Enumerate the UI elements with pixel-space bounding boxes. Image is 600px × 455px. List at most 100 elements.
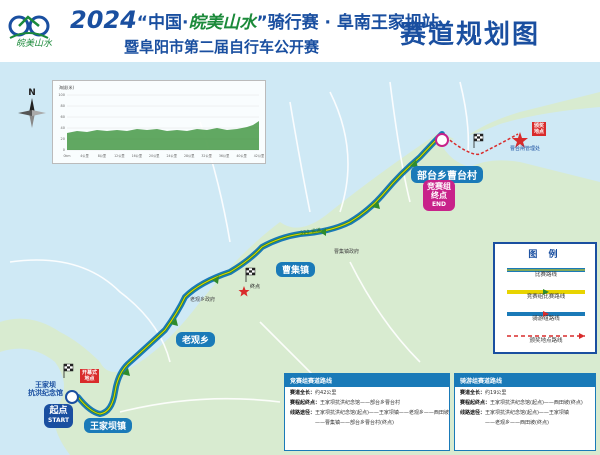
elevation-x-tick: 16公里 (132, 153, 143, 158)
ride-route-row: 线路途径：王家坝抗洪纪念馆(起点)——王家坝镇 (455, 407, 595, 417)
ride-startend-row: 赛程起终点：王家坝抗洪纪念馆(起点)——西田坡(终点) (455, 397, 595, 407)
place-caotai-village: 部台乡曹台村 (411, 166, 483, 183)
elevation-y-tick: 60 (61, 115, 65, 119)
legend-label: 骑游组路线 (532, 316, 560, 322)
place-caoji: 曹集镇 (276, 262, 316, 277)
elevation-x-tick: 24公里 (167, 153, 178, 158)
title-line-1: 2024“中国·皖美山水”骑行赛 · 阜南王家坝站 (70, 6, 439, 34)
ride-route-label: 线路途径： (460, 409, 486, 416)
elevation-x-tick: 20公里 (149, 153, 160, 158)
race-distance-value: 约42公里 (315, 389, 337, 396)
elevation-y-tick: 80 (61, 104, 65, 108)
finish-flag-icon (245, 267, 256, 282)
event-logo-icon (8, 15, 50, 39)
elevation-x-tick: 42公里 (254, 153, 265, 158)
end-marker (435, 133, 449, 147)
legend-item-ride: 骑游组路线 (503, 304, 589, 326)
legend-awards-line-icon (507, 333, 585, 339)
place-caotai-admin: 曹台闸管理处 (510, 146, 541, 152)
start-badge: 起点 START (44, 404, 74, 428)
awards-star-icon (512, 132, 528, 148)
race-info-head: 竞赛组赛道路线 (285, 374, 449, 387)
end-badge: 竞赛组 终点 END (423, 180, 455, 211)
elevation-x-ticks: 0km 4公里 8公里 12公里 16公里 20公里 24公里 28公里 32公里 36公里 40公… (64, 153, 266, 158)
elevation-x-tick: 40公里 (236, 153, 247, 158)
logo-text: 皖美山水 (16, 39, 53, 49)
page-title: 赛道规划图 (400, 20, 541, 50)
start-badge-label-1: 起点 (49, 406, 68, 416)
header: 皖美山水 2024“中国·皖美山水”骑行赛 · 阜南王家坝站 暨阜阳市第二届自行… (0, 0, 600, 62)
legend: 图 例 比赛路线 竞赛组比赛路线 骑游组路线 颁奖地点路线 (493, 242, 597, 354)
legend-item-competition: 竞赛组比赛路线 (503, 282, 589, 304)
elevation-y-tick: 100 (58, 93, 65, 97)
elevation-y-tick: 20 (61, 137, 65, 141)
ride-startend-value: 王家坝抗洪纪念馆(起点)——西田坡(终点) (490, 399, 583, 406)
river-east (440, 107, 600, 182)
elevation-x-tick: 36公里 (219, 153, 230, 158)
end-flag-icon (473, 133, 484, 148)
elevation-y-tick: 40 (61, 126, 65, 130)
end-badge-label-2: 终点 (431, 191, 447, 200)
title-part-a: “中国· (136, 13, 189, 33)
race-route-value-1: 王家坝抗洪纪念馆(起点)——王家坝镇——老观乡——西田坡 (315, 409, 449, 416)
legend-item-race: 比赛路线 (503, 260, 589, 282)
elevation-title: 海拔(米) (59, 84, 75, 90)
race-route-center (77, 133, 443, 415)
race-route-row-2: ——曹集镇——部台乡曹台村(终点) (315, 419, 394, 426)
end-badge-label-1: 竞赛组 (427, 182, 451, 191)
legend-label: 颁奖地点路线 (529, 338, 563, 344)
legend-label: 竞赛组比赛路线 (526, 294, 566, 300)
ride-route-value-1: 王家坝抗洪纪念馆(起点)——王家坝镇 (485, 409, 569, 416)
legend-item-awards: 颁奖地点路线 (503, 326, 589, 348)
compass-label: N (28, 88, 36, 98)
ride-info-box: 骑游组赛道路线 赛道全长：约19公里 赛程起终点：王家坝抗洪纪念馆(起点)——西… (454, 373, 596, 451)
elevation-x-tick: 4公里 (80, 153, 89, 158)
compass-north-icon: N (18, 88, 46, 128)
river-huai (0, 348, 70, 455)
title-part-b: ”骑行赛 · 阜南王家坝站 (256, 13, 439, 33)
ride-info-head: 骑游组赛道路线 (455, 374, 595, 387)
race-route-label: 线路途径： (290, 409, 316, 416)
legend-ride-line-icon (507, 311, 585, 317)
legend-label: 比赛路线 (534, 272, 557, 278)
legend-title: 图 例 (528, 250, 562, 260)
elevation-y-tick: 0 (63, 148, 65, 152)
awards-badge: 颁奖 地点 (532, 122, 547, 136)
start-flag-icon (63, 363, 74, 378)
elevation-y-ticks: 100 80 60 40 20 0 (58, 93, 65, 152)
ride-distance-row: 赛道全长：约19公里 (455, 387, 595, 397)
legend-race-line-icon (507, 268, 585, 272)
place-wangjiaba: 王家坝镇 (84, 418, 133, 433)
elevation-x-tick: 8公里 (98, 153, 107, 158)
ride-distance-label: 赛道全长： (460, 389, 486, 396)
place-laoguan: 老观乡 (176, 332, 216, 347)
end-badge-label-3: END (431, 201, 447, 208)
ride-startend-label: 赛程起终点： (460, 399, 491, 406)
title-italic: 皖美山水 (188, 13, 257, 33)
title-year: 2024 (70, 6, 137, 34)
race-distance-row: 赛道全长：约42公里 (285, 387, 449, 397)
elevation-x-tick: 12公里 (114, 153, 125, 158)
elevation-x-tick: 28公里 (184, 153, 195, 158)
elevation-profile: 海拔(米) 100 80 60 40 20 0 0km 4公里 8公里 12公里 16公里 20公里… (52, 80, 266, 164)
title-line-2: 暨阜阳市第二届自行车公开赛 (124, 38, 320, 56)
race-startend-value: 王家坝抗洪纪念馆——部台乡曹台村 (320, 399, 401, 406)
elevation-chart: 海拔(米) 100 80 60 40 20 0 0km 4公里 8公里 12公里 16公里 20公里… (58, 84, 266, 158)
legend-competition-line-icon (507, 289, 585, 295)
place-laoguan-small: 老观乡政府 (190, 297, 216, 303)
race-route-row: 线路途径：王家坝抗洪纪念馆(起点)——王家坝镇——老观乡——西田坡 (285, 407, 449, 417)
start-marker (65, 390, 79, 404)
start-badge-label-2: START (48, 417, 70, 424)
elevation-x-tick: 32公里 (201, 153, 212, 158)
race-distance-label: 赛道全长： (290, 389, 316, 396)
finish-small-label: 终点 (250, 284, 261, 290)
race-startend-row: 赛程起终点：王家坝抗洪纪念馆——部台乡曹台村 (285, 397, 449, 407)
opening-ceremony-badge: 开幕式 地点 (80, 369, 100, 383)
ride-distance-value: 约19公里 (485, 389, 507, 396)
finish-star-icon (238, 286, 250, 297)
place-start-name: 王家坝 抗洪纪念馆 (28, 381, 63, 397)
race-startend-label: 赛程起终点： (290, 399, 321, 406)
elevation-area (67, 121, 259, 150)
elevation-x-tick: 0km (64, 154, 71, 158)
race-info-box: 竞赛组赛道路线 赛道全长：约42公里 赛程起终点：王家坝抗洪纪念馆——部台乡曹台… (284, 373, 450, 451)
